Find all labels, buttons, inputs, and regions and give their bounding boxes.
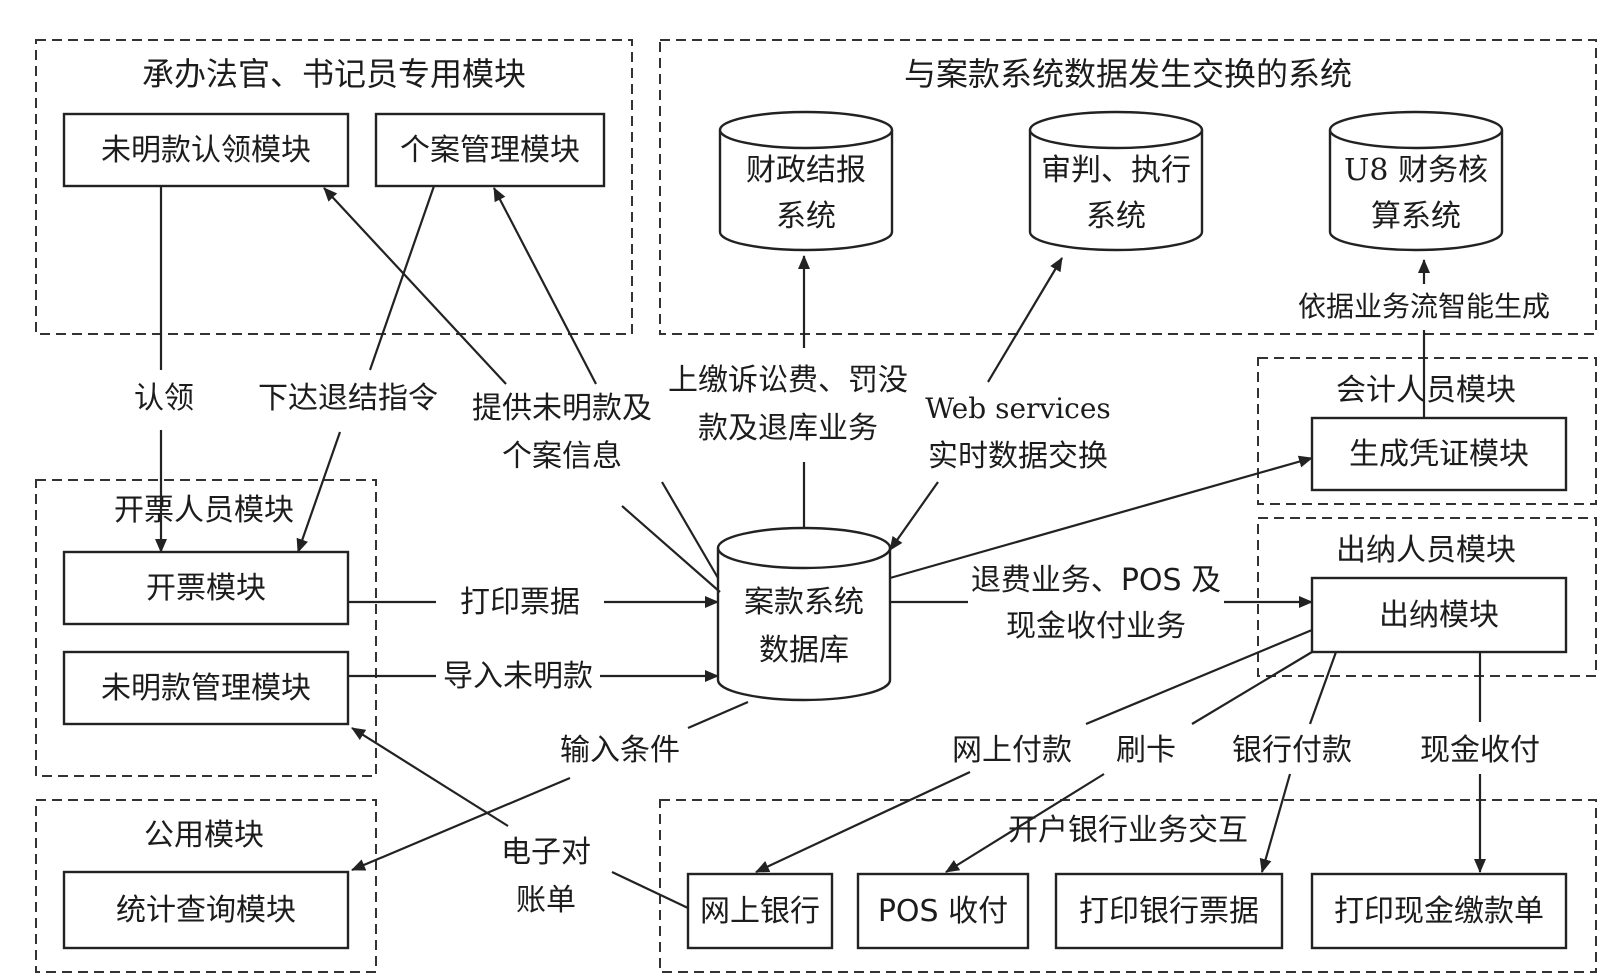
- group-invoicing-title: 开票人员模块: [114, 493, 294, 528]
- box-invoice-label: 开票模块: [146, 571, 266, 606]
- arrow-settle-bottom: [296, 431, 342, 553]
- label-ws-2: 实时数据交换: [928, 439, 1108, 474]
- box-cashier: 出纳模块: [1310, 576, 1568, 654]
- cylinder-db-line1: 案款系统: [744, 585, 864, 620]
- cylinder-db-line2: 数据库: [759, 633, 849, 668]
- arrow-ws-bottom: [889, 481, 939, 551]
- arrow-onlinepay-bottom: [755, 771, 971, 873]
- arrow-info-case-bottom: [661, 481, 719, 579]
- box-print-bank-bill: 打印银行票据: [1054, 872, 1284, 950]
- group-cashier-title: 出纳人员模块: [1336, 533, 1516, 568]
- group-external-title: 与案款系统数据发生交换的系统: [904, 55, 1352, 93]
- box-pos-pay: POS 收付: [856, 872, 1030, 950]
- label-settle-cmd: 下达退结指令: [258, 381, 438, 416]
- arrow-input-top: [687, 700, 749, 730]
- label-cash-pay: 现金收付: [1420, 733, 1540, 768]
- label-ws-1: Web services: [925, 392, 1111, 425]
- box-unclaimed-mgmt: 未明款管理模块: [62, 650, 350, 726]
- box-print-bank-bill-label: 打印银行票据: [1079, 894, 1259, 929]
- group-invoicing: [35, 479, 377, 777]
- label-fees-1: 上缴诉讼费、罚没: [668, 363, 908, 398]
- arrow-info-case-top: [493, 187, 597, 385]
- label-bank-pay: 银行付款: [1232, 733, 1352, 768]
- group-bank-title: 开户银行业务交互: [1008, 813, 1248, 848]
- arrow-card-top: [1191, 651, 1313, 725]
- label-card: 刷卡: [1116, 733, 1176, 768]
- arrow-info-claim-bottom: [621, 505, 721, 593]
- arrow-settle-top: [368, 185, 436, 371]
- arrow-bankpay-top: [1308, 651, 1338, 725]
- box-invoice: 开票模块: [62, 550, 350, 626]
- cylinder-finance-line2: 系统: [776, 199, 836, 234]
- group-judge: [35, 39, 633, 335]
- box-cashier-label: 出纳模块: [1379, 598, 1499, 633]
- box-voucher: 生成凭证模块: [1310, 416, 1568, 492]
- label-claim: 认领: [134, 381, 194, 416]
- box-unclaimed-claim: 未明款认领模块: [62, 112, 350, 188]
- label-fees-2: 款及退库业务: [698, 411, 878, 446]
- arrow-info-claim-top: [323, 187, 507, 385]
- arrow-card-bottom: [945, 773, 1105, 873]
- box-print-cash-slip-label: 打印现金缴款单: [1334, 894, 1544, 929]
- label-import-unclaimed: 导入未明款: [443, 659, 593, 694]
- box-print-cash-slip: 打印现金缴款单: [1310, 872, 1568, 950]
- cylinder-u8-system: U8 财务核 算系统: [1328, 110, 1504, 252]
- cylinder-finance-line1: 财政结报: [746, 153, 866, 188]
- box-online-bank-label: 网上银行: [700, 894, 820, 929]
- label-ebill-2: 账单: [516, 883, 576, 918]
- cylinder-u8-line1: U8 财务核: [1344, 153, 1488, 188]
- label-provide-info-1: 提供未明款及: [472, 391, 652, 426]
- cylinder-case-database: 案款系统 数据库: [716, 526, 892, 702]
- cylinder-trial-line2: 系统: [1086, 199, 1146, 234]
- label-auto-gen: 依据业务流智能生成: [1298, 290, 1550, 323]
- arrow-ebill-bottom: [611, 871, 689, 909]
- arrow-input-bottom: [351, 776, 571, 872]
- group-cashier: [1257, 517, 1597, 677]
- box-case-mgmt: 个案管理模块: [374, 112, 606, 188]
- label-refund-1: 退费业务、POS 及: [971, 563, 1221, 598]
- cylinder-trial-line1: 审判、执行: [1041, 153, 1191, 188]
- arrow-ebill-top: [351, 727, 509, 827]
- arrow-db-voucher: [889, 455, 1313, 580]
- group-external: [659, 39, 1597, 335]
- box-stats-query-label: 统计查询模块: [116, 893, 296, 928]
- label-provide-info-2: 个案信息: [502, 439, 622, 474]
- box-stats-query: 统计查询模块: [62, 870, 350, 950]
- arrow-ws-top: [987, 257, 1063, 383]
- box-unclaimed-claim-label: 未明款认领模块: [101, 133, 311, 168]
- box-case-mgmt-label: 个案管理模块: [400, 133, 580, 168]
- group-accounting-title: 会计人员模块: [1336, 373, 1516, 408]
- group-bank: [659, 799, 1597, 973]
- arrow-bankpay-bottom: [1259, 773, 1292, 873]
- box-pos-pay-label: POS 收付: [878, 894, 1008, 929]
- arrow-onlinepay-top: [1085, 628, 1313, 726]
- label-online-pay: 网上付款: [952, 733, 1072, 768]
- group-common: [35, 799, 377, 973]
- box-online-bank: 网上银行: [686, 872, 834, 950]
- label-input-cond: 输入条件: [560, 733, 680, 768]
- box-unclaimed-mgmt-label: 未明款管理模块: [101, 671, 311, 706]
- cylinder-finance-system: 财政结报 系统: [718, 110, 894, 252]
- cylinder-trial-system: 审判、执行 系统: [1028, 110, 1204, 252]
- label-ebill-1: 电子对: [501, 835, 591, 870]
- cylinder-u8-line2: 算系统: [1371, 199, 1461, 234]
- label-refund-2: 现金收付业务: [1006, 609, 1186, 644]
- box-voucher-label: 生成凭证模块: [1349, 437, 1529, 472]
- group-common-title: 公用模块: [144, 818, 264, 853]
- group-accounting: [1257, 357, 1597, 505]
- group-judge-title: 承办法官、书记员专用模块: [142, 55, 526, 93]
- label-print-bill: 打印票据: [460, 585, 580, 620]
